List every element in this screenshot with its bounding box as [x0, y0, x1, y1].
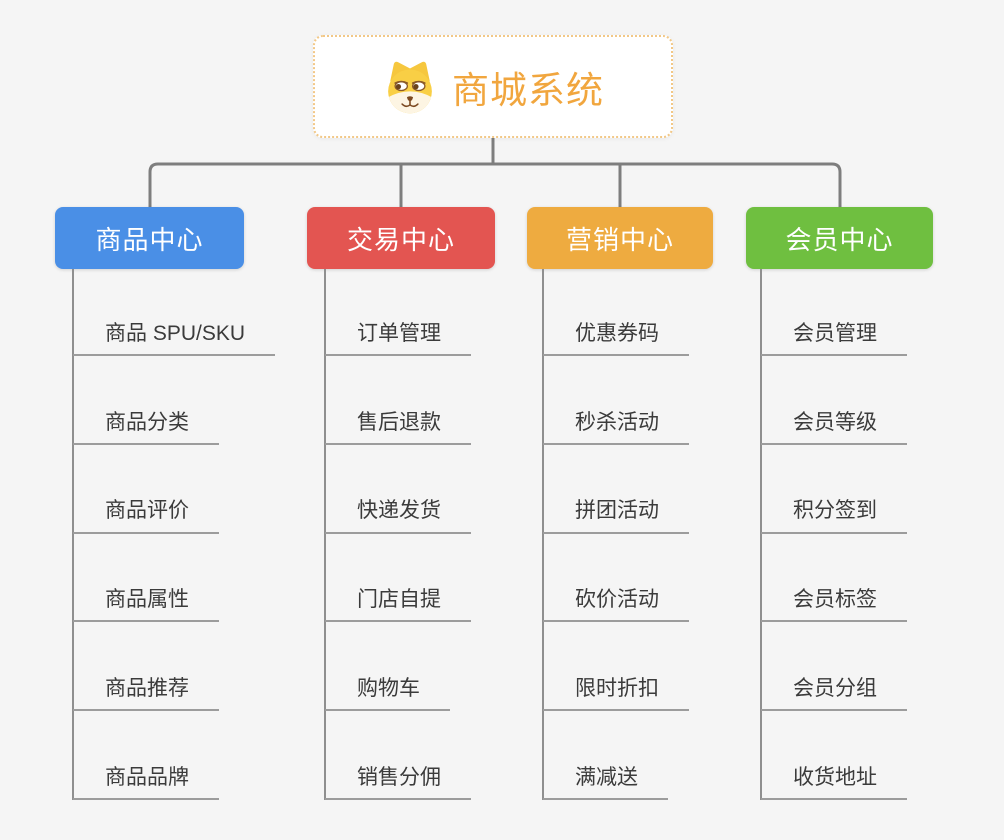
leaf-topic[interactable]: 会员等级 — [761, 356, 907, 445]
shiba-dog-icon — [388, 61, 432, 113]
branch-children-trade: 订单管理 售后退款 快递发货 门店自提 购物车 销售分佣 — [325, 267, 471, 800]
root-node-title: 商城系统 — [452, 69, 604, 111]
leaf-topic[interactable]: 销售分佣 — [325, 711, 471, 800]
leaf-topic[interactable]: 限时折扣 — [543, 622, 689, 712]
leaf-topic[interactable]: 购物车 — [325, 622, 450, 712]
branch-node-trade-center[interactable]: 交易中心 — [307, 207, 495, 269]
branch-children-goods: 商品 SPU/SKU 商品分类 商品评价 商品属性 商品推荐 商品品牌 — [73, 267, 276, 800]
leaf-topic[interactable]: 拼团活动 — [543, 445, 689, 534]
branch-spine-line — [324, 269, 326, 800]
branch-children-member: 会员管理 会员等级 积分签到 会员标签 会员分组 收货地址 — [761, 267, 907, 800]
leaf-topic[interactable]: 满减送 — [543, 711, 668, 800]
leaf-topic[interactable]: 积分签到 — [761, 445, 907, 534]
leaf-topic[interactable]: 商品品牌 — [73, 711, 219, 800]
branch-spine-line — [72, 269, 74, 800]
leaf-topic[interactable]: 会员分组 — [761, 622, 907, 712]
leaf-topic[interactable]: 商品分类 — [73, 356, 219, 445]
branch-node-member-center[interactable]: 会员中心 — [746, 207, 933, 269]
leaf-topic[interactable]: 订单管理 — [325, 267, 471, 356]
leaf-topic[interactable]: 门店自提 — [325, 534, 471, 623]
leaf-topic[interactable]: 收货地址 — [761, 711, 907, 800]
leaf-topic[interactable]: 商品评价 — [73, 445, 219, 534]
leaf-topic[interactable]: 快递发货 — [325, 445, 471, 534]
root-node[interactable]: 商城系统 — [313, 35, 673, 138]
branch-children-marketing: 优惠券码 秒杀活动 拼团活动 砍价活动 限时折扣 满减送 — [543, 267, 689, 800]
branch-spine-line — [542, 269, 544, 800]
leaf-topic[interactable]: 商品 SPU/SKU — [73, 267, 276, 356]
leaf-topic[interactable]: 商品属性 — [73, 534, 219, 623]
leaf-topic[interactable]: 秒杀活动 — [543, 356, 689, 445]
branch-node-marketing-center[interactable]: 营销中心 — [527, 207, 713, 269]
branch-node-goods-center[interactable]: 商品中心 — [55, 207, 244, 269]
leaf-topic[interactable]: 砍价活动 — [543, 534, 689, 623]
leaf-topic[interactable]: 优惠券码 — [543, 267, 689, 356]
leaf-topic[interactable]: 售后退款 — [325, 356, 471, 445]
branch-spine-line — [760, 269, 762, 800]
leaf-topic[interactable]: 商品推荐 — [73, 622, 219, 712]
leaf-topic[interactable]: 会员标签 — [761, 534, 907, 623]
connector-group — [148, 135, 842, 209]
leaf-topic[interactable]: 会员管理 — [761, 267, 907, 356]
